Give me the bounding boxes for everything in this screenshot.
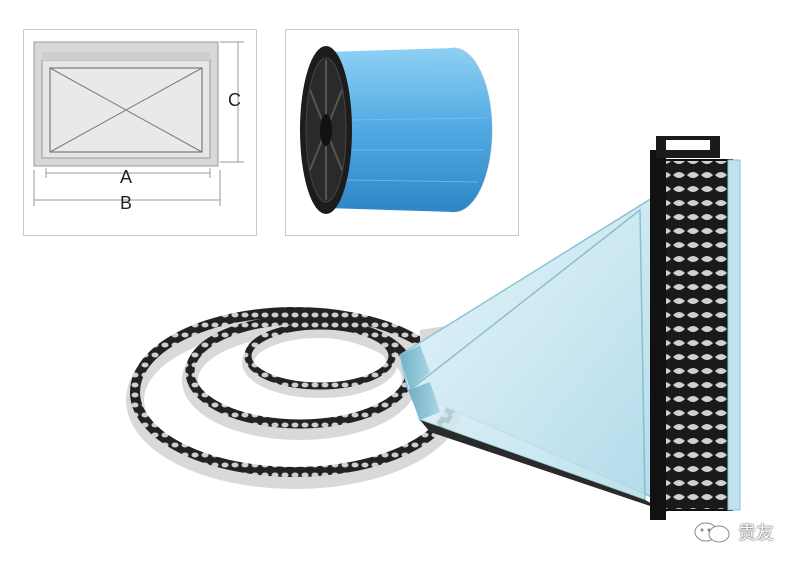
- tape-spool-image: [300, 46, 493, 214]
- dimension-label-c: C: [228, 90, 241, 110]
- wechat-logo-icon: [694, 520, 732, 544]
- dimension-diagram: [33, 41, 244, 206]
- insulated-glass-corner: [399, 136, 741, 520]
- dimension-diagram-panel: A B C: [23, 29, 257, 236]
- dimension-label-a: A: [120, 167, 133, 187]
- spool-photo-panel: [285, 29, 519, 236]
- dimension-label-b: B: [120, 193, 133, 213]
- watermark: 贵友: [694, 519, 774, 545]
- watermark-text: 贵友: [738, 523, 774, 543]
